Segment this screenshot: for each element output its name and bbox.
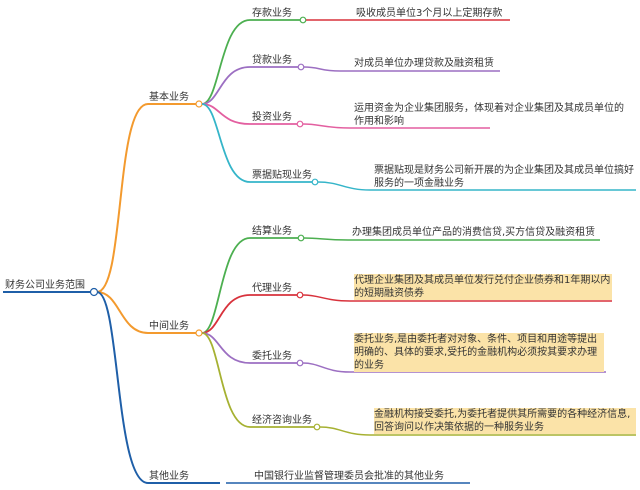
desc-agency: 代理企业集团及其成员单位发行兑付企业债券和1年期以内的短期融资债券 <box>354 274 612 300</box>
branch-basic[interactable]: 基本业务 <box>149 92 189 103</box>
desc-settle: 办理集团成员单位产品的消费信贷,买方信贷及融资租赁 <box>352 227 596 238</box>
root-node-dot <box>89 287 99 297</box>
connector-consult-desc <box>319 426 636 436</box>
deposit-dot <box>299 16 307 24</box>
connector-root-other <box>96 291 149 484</box>
desc-trust: 委托业务,是由委托者对对象、条件、项目和用途等提出明确的、具体的要求,受托的金融… <box>354 333 604 372</box>
connector-loan <box>201 66 298 105</box>
basic-dot <box>195 100 203 108</box>
consult-dot <box>313 423 321 431</box>
connector-settle-desc <box>303 237 600 241</box>
topic-agency[interactable]: 代理业务 <box>252 283 292 294</box>
connector-invest <box>201 103 297 125</box>
settle-dot <box>297 234 305 242</box>
branch-middle[interactable]: 中间业务 <box>149 321 189 332</box>
connector-trust-desc <box>302 362 606 373</box>
desc-consult: 金融机构接受委托,为委托者提供其所需要的各种经济信息,回答询问以作决策依据的一种… <box>374 408 636 434</box>
loan-dot <box>297 63 305 71</box>
middle-dot <box>195 329 203 337</box>
connector-root-basic <box>96 103 149 293</box>
desc-loan: 对成员单位办理贷款及融资租赁 <box>354 58 494 69</box>
desc-bill: 票据贴现是财务公司新开展的为企业集团及其成员单位搞好服务的一项金融业务 <box>374 165 634 189</box>
topic-settle[interactable]: 结算业务 <box>252 226 292 237</box>
topic-consult[interactable]: 经济咨询业务 <box>252 415 312 426</box>
connector-agency <box>201 294 297 334</box>
bill-dot <box>311 178 319 186</box>
connector-bill-desc <box>317 181 636 191</box>
root-node[interactable]: 财务公司业务范围 <box>5 280 85 291</box>
invest-dot <box>296 120 304 128</box>
trust-dot <box>296 359 304 367</box>
desc-deposit: 吸收成员单位3个月以上定期存款 <box>356 8 503 19</box>
topic-invest[interactable]: 投资业务 <box>252 112 292 123</box>
connector-settle <box>201 237 298 334</box>
desc-other: 中国银行业监督管理委员会批准的其他业务 <box>254 471 444 482</box>
branch-other[interactable]: 其他业务 <box>149 471 189 482</box>
connector-invest-desc <box>302 123 490 129</box>
topic-deposit[interactable]: 存款业务 <box>252 8 292 19</box>
connector-trust <box>201 332 297 364</box>
topic-trust[interactable]: 委托业务 <box>252 351 292 362</box>
agency-dot <box>296 291 304 299</box>
connector-agency-desc <box>302 294 612 302</box>
topic-loan[interactable]: 贷款业务 <box>252 55 292 66</box>
topic-bill[interactable]: 票据贴现业务 <box>252 170 312 181</box>
desc-invest: 运用资金为企业集团服务，体现着对企业集团及其成员单位的作用和影响 <box>354 103 624 127</box>
connector-root-middle <box>96 291 149 334</box>
connector-bill <box>201 103 312 183</box>
connector-consult <box>201 332 314 428</box>
connector-loan-desc <box>303 66 500 72</box>
connector-deposit <box>201 19 300 105</box>
